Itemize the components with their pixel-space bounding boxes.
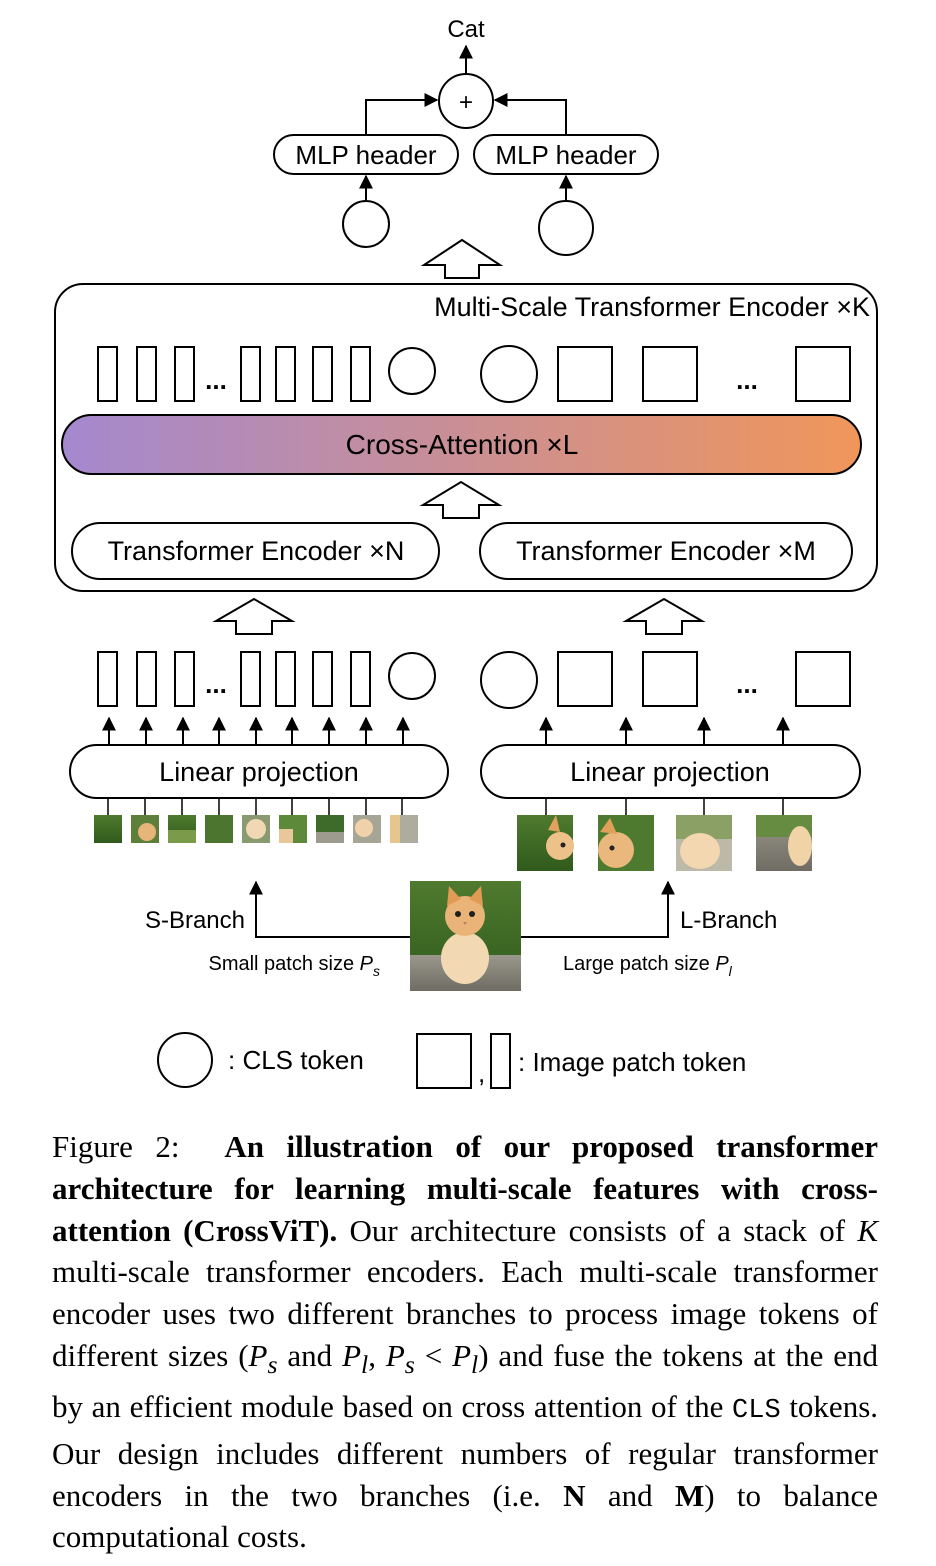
input-token-row — [97, 651, 851, 709]
mlp-header-right-box — [473, 134, 659, 175]
transformer-encoder-n-label: Transformer Encoder ×N — [108, 536, 405, 566]
small-patch-token — [312, 651, 333, 707]
output-label: Cat — [447, 16, 485, 43]
small-patch-token — [97, 651, 118, 707]
s-branch-arrow — [249, 880, 410, 938]
linear-projection-right-label: Linear projection — [570, 757, 770, 787]
cls-token-output-large — [538, 200, 594, 256]
mlp-header-left-box — [273, 134, 459, 175]
linear-projection-left-label: Linear projection — [159, 757, 359, 787]
mlp-header-left-label: MLP header — [295, 140, 437, 170]
ellipsis-small-bottom: ... — [205, 669, 227, 699]
small-patch-token — [275, 346, 296, 402]
caption-math: P — [452, 1337, 472, 1373]
small-patch-token — [312, 346, 333, 402]
arrow-right-to-plus — [493, 93, 567, 134]
patch-connectors — [107, 798, 784, 815]
mlp-header-right-label: MLP header — [495, 140, 637, 170]
small-patch-token — [97, 346, 118, 402]
small-patch-token — [136, 651, 157, 707]
l-branch-arrow — [521, 880, 675, 938]
caption-text: Our architecture consists of a stack of — [337, 1212, 858, 1248]
large-patch-token — [642, 346, 698, 402]
caption-var-k: K — [857, 1212, 878, 1248]
caption-text: and — [585, 1477, 675, 1513]
large-patch-token — [642, 651, 698, 707]
small-patch-token — [240, 651, 261, 707]
l-branch-label: L-Branch — [680, 907, 777, 934]
figure-label: Figure 2: — [52, 1129, 180, 1164]
legend-small-patch — [490, 1033, 511, 1089]
cls-token-small — [388, 347, 436, 395]
caption-text: tokens. Our design includes different nu… — [52, 1388, 879, 1513]
caption-bold-n: N — [563, 1477, 586, 1513]
large-patch-token — [795, 346, 851, 402]
hollow-arrow-up-left — [212, 597, 296, 635]
caption-math: P — [342, 1337, 361, 1373]
linear-projection-right-box — [480, 744, 861, 799]
caption-math-sub: l — [471, 1350, 479, 1380]
small-patch-size-label: Small patch size Ps — [208, 953, 380, 979]
large-patch-token — [557, 346, 613, 402]
ellipsis-large-bottom: ... — [736, 669, 758, 699]
transformer-encoder-n-box — [71, 522, 440, 580]
legend-comma: , — [478, 1058, 485, 1088]
large-image-patches — [517, 815, 812, 871]
multi-scale-encoder-title: Multi-Scale Transformer Encoder ×K — [434, 292, 870, 322]
caption-math-operator: < — [414, 1337, 453, 1373]
caption-code-cls: CLS — [732, 1395, 781, 1426]
caption-text: ) to balance computational costs. — [52, 1477, 878, 1555]
input-cat-image — [410, 881, 521, 991]
large-patch-token — [557, 651, 613, 707]
ellipsis-large-top: ... — [736, 365, 758, 395]
transformer-encoder-m-label: Transformer Encoder ×M — [516, 536, 816, 566]
crossvit-architecture-diagram: Cat + MLP header MLP header Multi-Scale … — [54, 16, 878, 1089]
caption-math: P — [248, 1337, 268, 1373]
small-patch-token — [350, 651, 371, 707]
caption-math-sub: s — [404, 1350, 415, 1380]
caption-math-sub: l — [361, 1350, 369, 1380]
legend-cls-label: : CLS token — [228, 1045, 364, 1075]
s-branch-label: S-Branch — [145, 907, 245, 934]
transformer-encoder-m-box — [479, 522, 853, 580]
caption-title: An illustration of our proposed transfor… — [52, 1129, 878, 1248]
arrow-left-to-plus — [365, 93, 439, 134]
caption-text: , — [368, 1337, 386, 1373]
plus-symbol: + — [459, 89, 473, 116]
small-patch-token — [174, 651, 195, 707]
small-patch-token — [240, 346, 261, 402]
caption-bold-m: M — [674, 1477, 705, 1513]
caption-text: and — [277, 1337, 343, 1373]
caption-text: multi-scale transformer encoders. Each m… — [52, 1254, 878, 1373]
figure-caption: Figure 2: An illustration of our propose… — [52, 1126, 878, 1558]
cross-attention-label: Cross-Attention ×L — [346, 429, 579, 460]
small-patch-token — [174, 346, 195, 402]
caption-math: P — [385, 1337, 405, 1373]
legend-large-patch — [416, 1033, 472, 1089]
small-patch-token — [350, 346, 371, 402]
hollow-arrow-up-right — [622, 597, 706, 635]
ellipsis-small-top: ... — [205, 365, 227, 395]
hollow-arrow-up-top — [420, 238, 504, 279]
small-patch-token — [136, 346, 157, 402]
encoder-token-row — [97, 345, 851, 403]
linear-projection-left-box — [69, 744, 449, 799]
caption-text: ) and fuse the tokens at the end by an e… — [52, 1337, 878, 1424]
hollow-arrow-up-middle — [419, 480, 503, 519]
large-patch-token — [795, 651, 851, 707]
legend-patch-label: : Image patch token — [518, 1047, 746, 1077]
projection-arrows — [102, 716, 790, 744]
legend-cls-circle — [157, 1032, 213, 1088]
cls-token-output-small — [342, 200, 390, 248]
cross-attention-box — [61, 414, 862, 475]
small-patch-token — [275, 651, 296, 707]
plus-node — [438, 73, 494, 129]
caption-math-sub: s — [267, 1350, 278, 1380]
cls-token-large — [480, 345, 538, 403]
cls-token-small — [388, 652, 436, 700]
cls-token-large — [480, 651, 538, 709]
small-image-patches — [94, 815, 418, 843]
large-patch-size-label: Large patch size Pl — [563, 953, 733, 979]
